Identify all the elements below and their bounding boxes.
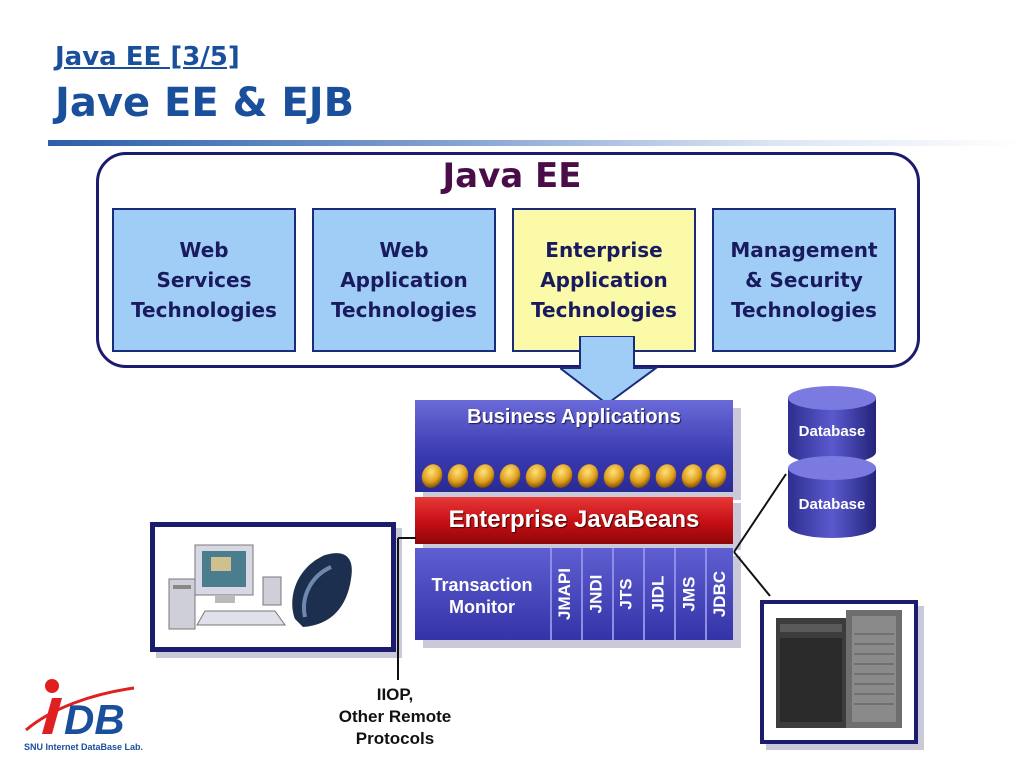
api-label: JNDI xyxy=(586,574,606,614)
enterprise-javabeans-label: Enterprise JavaBeans xyxy=(448,506,700,533)
down-arrow-icon xyxy=(560,336,660,406)
transaction-monitor-label: Transaction Monitor xyxy=(431,575,533,617)
client-workstation-frame xyxy=(150,522,396,652)
api-label: JIDL xyxy=(648,575,667,613)
api-jidl: JIDL xyxy=(643,548,671,640)
enterprise-javabeans-layer xyxy=(415,497,733,544)
api-jdbc: JDBC xyxy=(705,548,733,640)
logo-caption: SNU Internet DataBase Lab. xyxy=(24,742,144,752)
slide-title: Jave EE & EJB xyxy=(55,80,355,126)
database-icon xyxy=(776,386,876,538)
tech-box-enterprise-application: Enterprise Application Technologies xyxy=(512,208,696,352)
api-jts: JTS xyxy=(612,548,640,640)
server-frame xyxy=(760,600,918,744)
api-label: JTS xyxy=(617,578,636,610)
business-applications-label: Business Applications xyxy=(467,406,681,428)
javaee-label: Java EE xyxy=(442,156,582,196)
api-jms: JMS xyxy=(674,548,702,640)
bean-row-icon xyxy=(421,464,727,488)
database-label: Database xyxy=(798,496,866,513)
tech-box-web-application: Web Application Technologies xyxy=(312,208,496,352)
idb-logo-icon: DB xyxy=(25,679,135,742)
tech-box-management-security: Management & Security Technologies xyxy=(712,208,896,352)
logo-text: DB xyxy=(64,696,125,742)
api-label: JDBC xyxy=(710,570,730,618)
api-jndi: JNDI xyxy=(581,548,609,640)
api-label: JMAPI xyxy=(555,568,574,620)
api-jmapi: JMAPI xyxy=(550,548,578,640)
protocol-label: IIOP, Other Remote Protocols xyxy=(338,685,452,748)
workstation-icon xyxy=(168,544,352,630)
api-label: JMS xyxy=(679,576,698,612)
tech-box-web-services: Web Services Technologies xyxy=(112,208,296,352)
title-divider xyxy=(48,140,1024,146)
database-label: Database xyxy=(798,423,866,440)
server-icon xyxy=(776,610,902,728)
slide-subtitle: Java EE [3/5] xyxy=(55,42,240,72)
connection-line xyxy=(733,473,787,597)
services-layer xyxy=(415,548,733,640)
connection-line xyxy=(397,537,416,680)
